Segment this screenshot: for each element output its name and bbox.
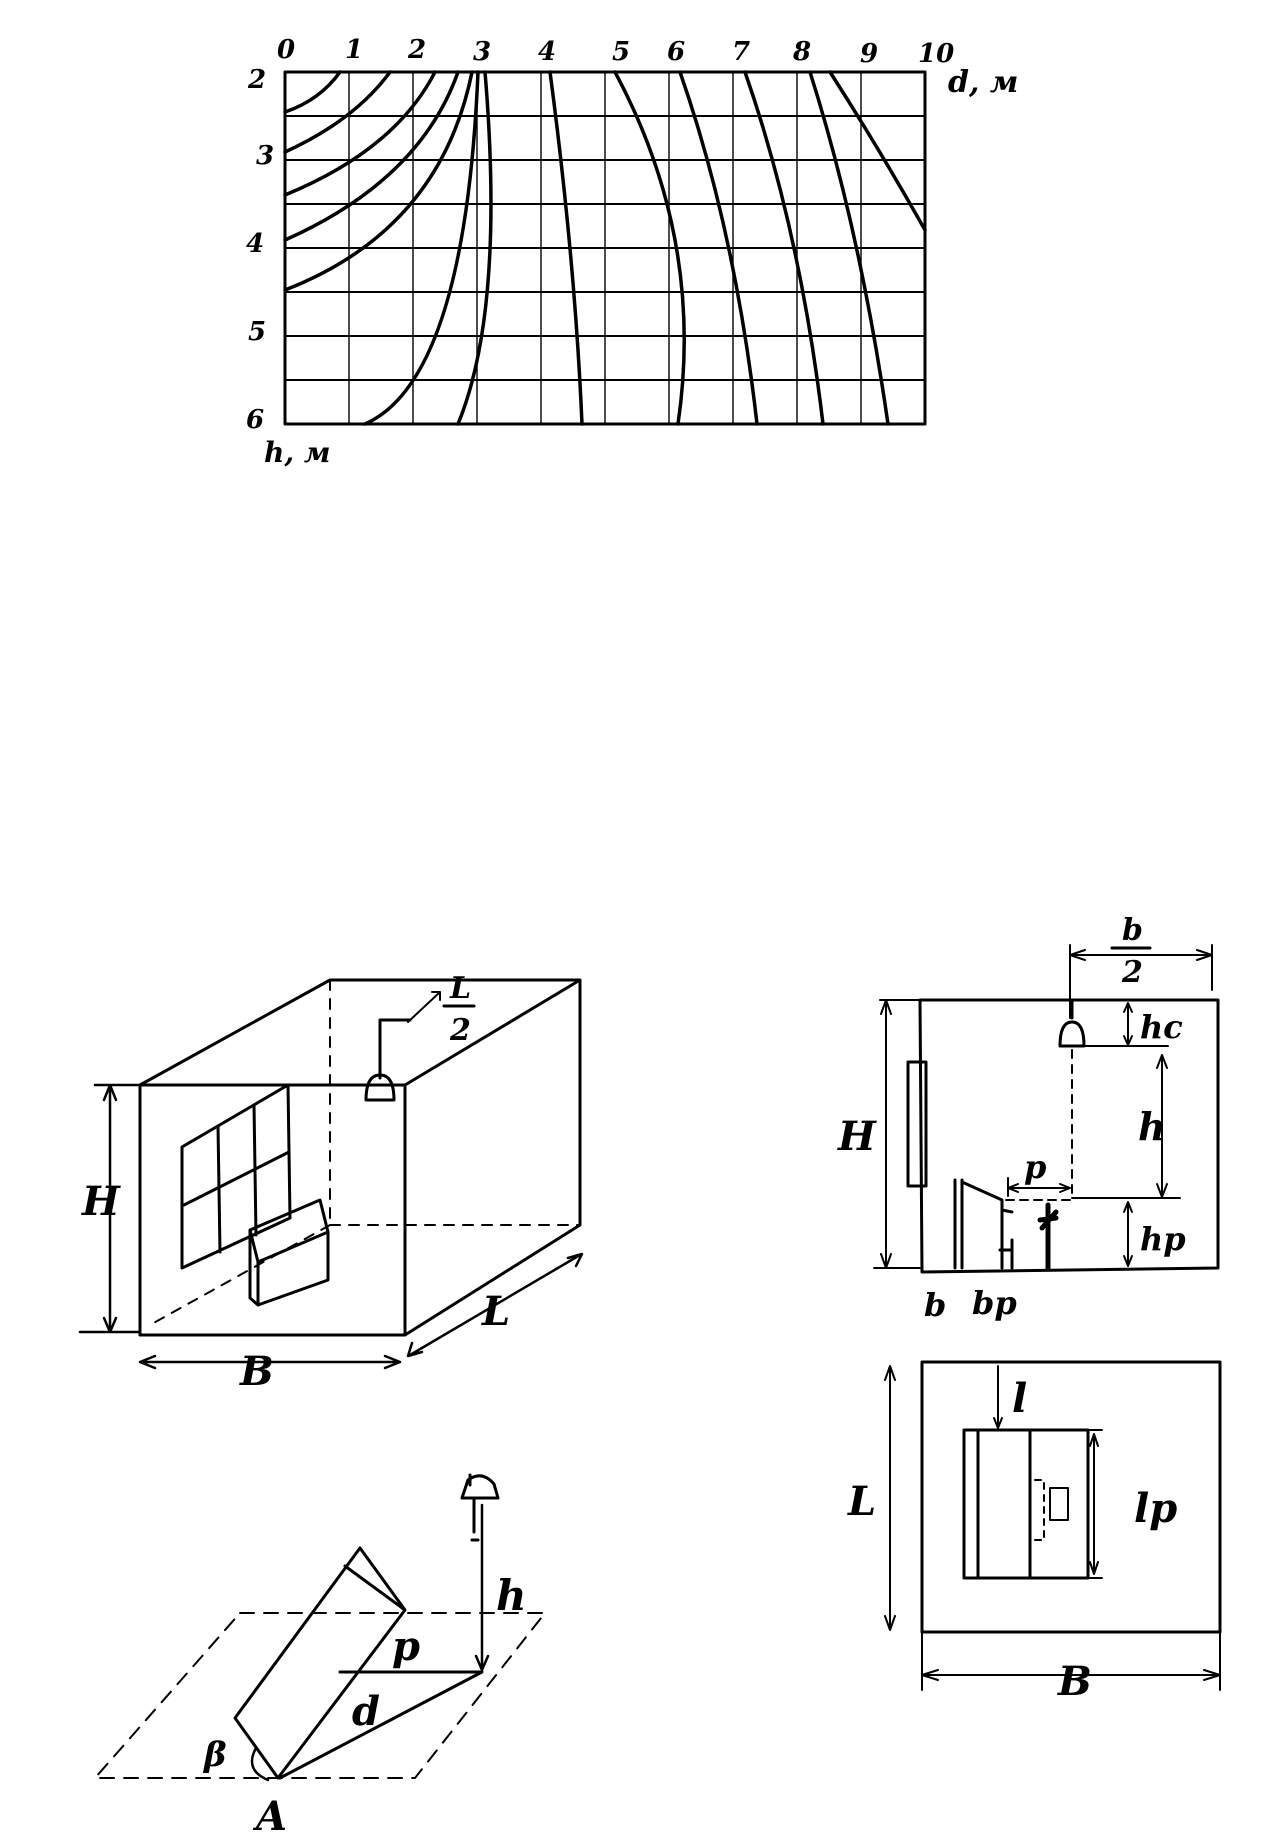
p-label: p	[392, 1623, 420, 1670]
y-tick-3: 3	[256, 141, 274, 171]
x-tick-9: 9	[860, 39, 878, 69]
section-outline	[918, 998, 1220, 1274]
half-l-denominator: 2	[449, 1013, 471, 1048]
lp-label: lp	[1134, 1485, 1177, 1532]
H-dimension	[873, 999, 921, 1269]
length-label: L	[481, 1288, 510, 1335]
B-dimension	[921, 1631, 1221, 1691]
work-table	[248, 1198, 330, 1307]
nomogram-curve	[283, 70, 437, 197]
x-tick-5: 5	[612, 37, 630, 67]
nomogram-curve	[363, 70, 480, 426]
hc-label: hc	[1140, 1008, 1183, 1046]
section-luminaire	[1058, 998, 1086, 1048]
l-label: l	[1012, 1375, 1027, 1422]
x-axis-label: d, м	[948, 65, 1018, 100]
plan-seat	[1049, 1487, 1069, 1521]
h-dimension	[1071, 1054, 1181, 1199]
width-dimension	[138, 1354, 402, 1370]
x-tick-4: 4	[538, 37, 556, 67]
hc-dimension	[1085, 1002, 1169, 1047]
section-desk	[953, 1178, 1014, 1270]
half-b-numerator: b	[1122, 913, 1143, 948]
window	[180, 1083, 292, 1270]
nomogram-curve	[283, 70, 342, 114]
nomogram-curve	[283, 70, 460, 242]
luminaire	[364, 1018, 412, 1102]
y-tick-6: 6	[246, 405, 264, 435]
A-label: A	[252, 1793, 287, 1840]
nomogram-curve	[808, 70, 890, 426]
plan-desk	[962, 1428, 1090, 1580]
x-tick-0: 0	[277, 35, 295, 65]
y-tick-4: 4	[246, 229, 264, 259]
h-label: h	[1138, 1104, 1166, 1149]
nomogram-grid	[284, 71, 926, 425]
hp-label: hp	[1140, 1220, 1186, 1258]
L-label: L	[847, 1478, 876, 1525]
nomogram-curve	[743, 70, 825, 426]
x-tick-3: 3	[473, 37, 491, 67]
l-dimension	[993, 1365, 1003, 1429]
plan-outline	[920, 1360, 1222, 1634]
nomogram-curve	[456, 70, 493, 426]
projection-lines	[278, 1670, 484, 1780]
plan-chair	[1034, 1479, 1045, 1541]
B-label: B	[1057, 1658, 1092, 1705]
p-dimension	[1007, 1177, 1071, 1197]
lp-dimension	[1089, 1429, 1103, 1579]
room-outline	[138, 978, 582, 1337]
floor-plane	[94, 1612, 546, 1779]
half-b-denominator: 2	[1121, 955, 1143, 990]
L-dimension	[884, 1365, 896, 1631]
H-label: H	[837, 1113, 877, 1160]
nomogram-curves	[283, 70, 927, 426]
light-source-head	[460, 1474, 500, 1500]
h-vertical	[474, 1503, 490, 1672]
half-l-arrow	[407, 991, 441, 1023]
beta-arc	[250, 1746, 270, 1782]
h-label: h	[496, 1571, 527, 1620]
y-tick-5: 5	[248, 317, 266, 347]
plan-view: l lp L B	[847, 1360, 1222, 1705]
x-tick-2: 2	[407, 35, 426, 65]
nomogram-curve	[283, 70, 474, 292]
p-label: p	[1024, 1148, 1046, 1186]
section-person	[1037, 1202, 1059, 1271]
y-tick-2: 2	[247, 65, 266, 95]
height-dimension	[78, 1083, 142, 1334]
room-isometric: L 2 H B L	[78, 971, 584, 1395]
height-label: H	[81, 1178, 121, 1225]
nomogram-curve	[613, 70, 686, 426]
nomogram: 0 1 2 3 4 5 6 7 8 9 10 d, м 2 3 4 5 6 h,…	[246, 35, 1018, 469]
section-view: b 2 hc h hp p H b bp	[837, 913, 1220, 1324]
room-hidden-edges	[149, 979, 581, 1326]
half-l-numerator: L	[449, 971, 471, 1006]
x-tick-6: 6	[667, 37, 685, 67]
light-source	[468, 1473, 480, 1542]
x-tick-10: 10	[918, 39, 954, 69]
x-tick-7: 7	[732, 37, 750, 67]
y-axis-label: h, м	[264, 436, 330, 469]
section-window	[906, 1060, 928, 1188]
half-b-dimension	[1069, 944, 1213, 1019]
beta-label: β	[202, 1735, 227, 1775]
b-label: b	[924, 1286, 946, 1324]
width-label: B	[239, 1348, 274, 1395]
nomogram-curve	[678, 70, 759, 426]
nomogram-curve	[548, 70, 584, 426]
x-tick-1: 1	[345, 35, 363, 65]
geometry-sketch: p d h β A	[94, 1473, 546, 1840]
x-tick-8: 8	[792, 37, 811, 67]
bp-label: bp	[972, 1284, 1017, 1322]
nomogram-curve	[283, 70, 392, 154]
inclined-surface	[233, 1546, 407, 1780]
length-dimension	[406, 1252, 584, 1358]
hp-dimension	[1123, 1201, 1133, 1267]
nomogram-curve	[828, 70, 927, 232]
d-label: d	[352, 1688, 380, 1735]
